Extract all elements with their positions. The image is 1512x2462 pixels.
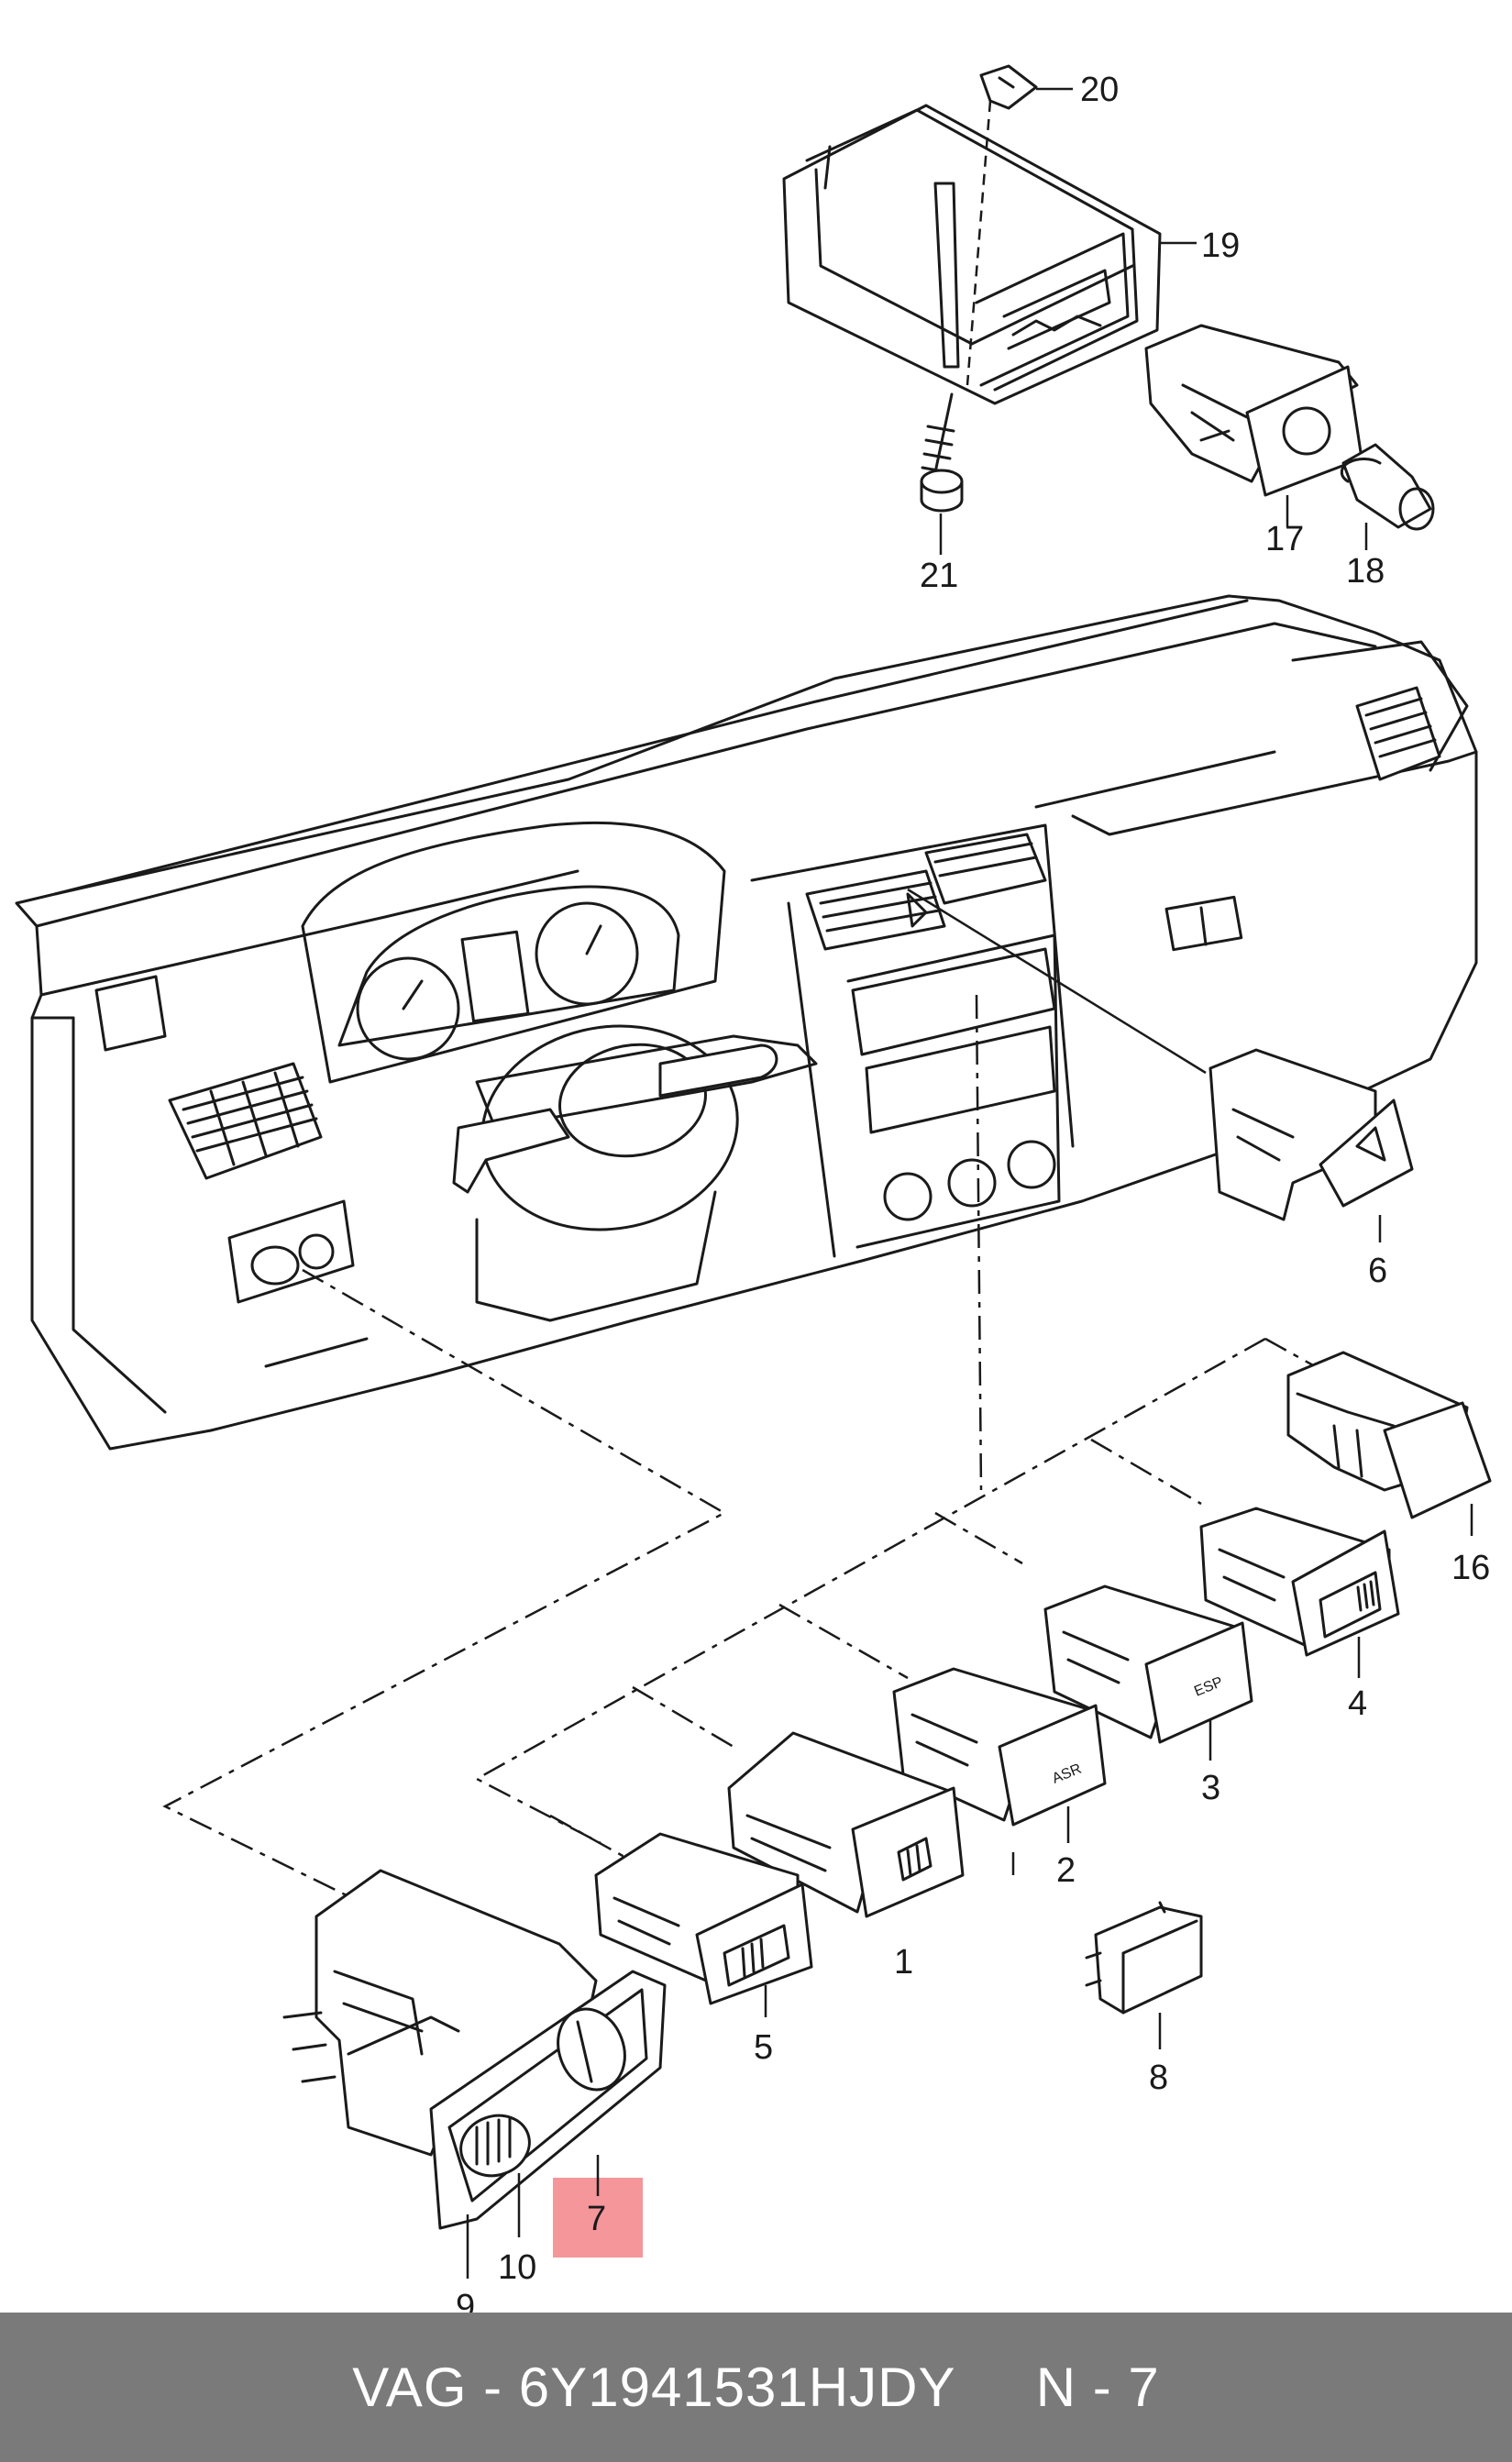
callout-10: 10: [498, 2248, 536, 2287]
lamp-18: [1340, 443, 1435, 531]
callout-3: 3: [1201, 1769, 1220, 1807]
callout-2: 2: [1056, 1851, 1076, 1890]
callout-8: 8: [1149, 2059, 1168, 2097]
switch-17: [1144, 324, 1363, 497]
trim-8: [1085, 1901, 1203, 2015]
callout-19: 19: [1201, 226, 1240, 265]
callout-17: 17: [1265, 520, 1304, 558]
callout-6: 6: [1368, 1252, 1387, 1290]
switch-1: [727, 1731, 965, 1918]
part-number-text: VAG - 6Y1941531HJDY N - 7: [352, 2357, 1160, 2418]
callout-18: 18: [1346, 552, 1385, 591]
hazard-switch-6: [1208, 1048, 1414, 1221]
callout-4: 4: [1348, 1684, 1367, 1723]
switch-3-esp: ESP: [1043, 1584, 1253, 1744]
switch-16: [1286, 1351, 1492, 1519]
dashboard-assembly: [15, 594, 1478, 1451]
callout-16: 16: [1451, 1549, 1490, 1587]
callout-5: 5: [754, 2028, 773, 2067]
callout-21: 21: [920, 557, 958, 595]
screw-21: [920, 392, 964, 513]
callout-9: 9: [456, 2288, 475, 2313]
clip-20: [979, 64, 1038, 110]
switch-4: [1199, 1507, 1400, 1657]
part-number-footer: VAG - 6Y1941531HJDY N - 7: [0, 2313, 1512, 2462]
callout-1: 1: [894, 1943, 913, 1982]
switch-5: [594, 1832, 813, 2005]
switch-2-asr: ASR: [892, 1667, 1107, 1827]
storage-box-19: [782, 104, 1162, 405]
callout-7: 7: [587, 2200, 606, 2238]
parts-diagram: ESP ASR: [15, 64, 1492, 2313]
callout-20: 20: [1080, 71, 1119, 109]
headlight-switch-7: [282, 1869, 667, 2230]
